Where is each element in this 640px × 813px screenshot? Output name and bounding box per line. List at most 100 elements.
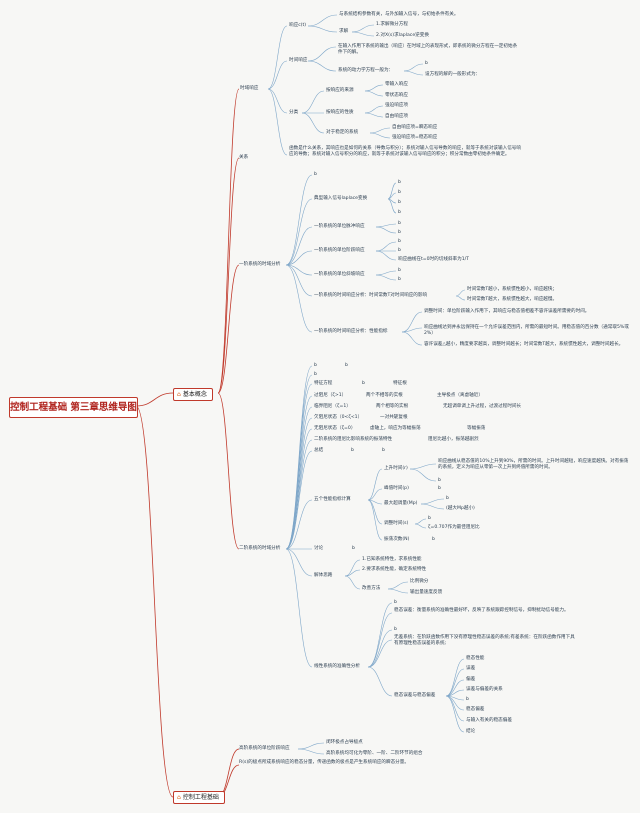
node-rise-time[interactable]: 上升时间(r) [384,466,408,471]
node-b[interactable]: b [394,627,397,632]
node-by-source[interactable]: 按响应的来源 [326,88,354,93]
node-ss-item[interactable]: 偏差 [466,677,476,682]
node-classification[interactable]: 分类 [289,110,299,115]
node-solve[interactable]: 求解 [339,29,349,34]
node-response-ct[interactable]: 响应c(t) [289,23,307,28]
node-ss-item[interactable]: 稳态偏差 [466,707,485,712]
node-b[interactable]: b [428,516,431,521]
node-steady[interactable]: 强迫响应项=稳态响应 [392,135,438,140]
node-ss-item[interactable]: 误差 [466,666,476,671]
node-discussion[interactable]: 讨论 [314,546,324,551]
node-peak-time[interactable]: 峰值时间(p) [384,486,409,491]
node-high-order[interactable]: 高阶系统的单位阶跃响应 [239,746,290,751]
node-b[interactable]: b [438,478,441,483]
node-time-constant-small[interactable]: 时间常数T越小，系统惯性越小，响应越快； [467,287,558,292]
node-approach[interactable]: 解体思路 [314,573,333,578]
node-b[interactable]: b [314,172,317,177]
node-type-systems[interactable]: 无差系统：在阶跃函数作用下没有原理性稳态误差的系统;有差系统：在阶跃函数作用下具… [394,635,575,646]
node-ss-error[interactable]: 稳态误差：衡量系统的准确性最好坏，反映了系统跟踪控制信号，抑制扰动信号能力。 [394,608,569,613]
node-settling-def[interactable]: 响应曲线达到并永远保持在一个允许误差范围内，所需的最短时间。用稳态值的百分数（通… [424,325,629,336]
node-ss-item[interactable]: 误差与偏差的关系 [466,687,503,692]
branch-basic-concepts[interactable]: ⌂基本概念 [173,388,213,401]
node-b[interactable]: b [398,190,401,195]
node-ss-item[interactable]: 结论 [466,729,476,734]
node-performance[interactable]: 一阶系统的时间响应分析：性能指标 [314,329,388,334]
node-solve-2[interactable]: 2.对X(s)求laplace逆变换 [376,33,429,38]
node-b[interactable]: b [362,381,365,386]
node-dynamic-eq-b[interactable]: b [425,61,428,66]
root-node[interactable]: 控制工程基础 第三章思维导图 [9,397,138,418]
node-b[interactable]: b [398,200,401,205]
node-b[interactable]: b [351,448,354,453]
node-time-domain-response[interactable]: 时域响应 [240,86,259,91]
node-complex-roots[interactable]: 一对共轭复根 [380,415,408,420]
node-summary[interactable]: 总结 [314,448,324,453]
node-time-response[interactable]: 时间响应 [289,58,308,63]
node-overdamped[interactable]: 过阻尼（ζ>1） [314,393,347,398]
node-step[interactable]: 一阶系统的单位阶跃响应 [314,248,365,253]
node-critical[interactable]: 临界阻尼（ζ=1） [314,404,351,409]
node-underdamped[interactable]: 欠阻尼状态（0<ζ<1） [314,415,363,420]
node-approach-2[interactable]: 2.要求系统性能，确定系统特性 [362,567,427,572]
node-time-response-desc[interactable]: 在输入作用下系统的输出（响应）在时域上的表现形式，即系统的微分方程在一定初始条件… [338,44,518,55]
node-char-eq[interactable]: 特征方程 [314,381,333,386]
node-b[interactable]: b [314,372,317,377]
node-b[interactable]: b [398,239,401,244]
node-stable-system[interactable]: 对于稳定的系统 [326,130,359,135]
node-damping-effect[interactable]: 二阶系统的阻尼比影响系统的振荡特性 [314,437,393,442]
node-solve-1[interactable]: 1.求解微分方程 [376,22,408,27]
node-five-indices[interactable]: 五个性能指标计算 [314,497,351,502]
node-b[interactable]: b [432,537,435,542]
node-b[interactable]: b [398,248,401,253]
node-solution-form[interactable]: 设方程的解的一般形式为： [425,72,481,77]
node-dynamic-eq[interactable]: 系统的动力学方程一般为： [338,68,394,73]
node-overshoot[interactable]: 最大超调量(Mp) [384,501,418,506]
node-dominant-pole[interactable]: 主导极点（离虚轴近） [437,393,483,398]
node-poles-note[interactable]: R(s)的极点所成系统响应的稳态分量，传递函数的极点是产生系统响应的瞬态分量。 [239,760,409,765]
node-settling[interactable]: 调整时间(s) [384,521,409,526]
node-impulse[interactable]: 一阶系统的单位脉冲响应 [314,224,365,229]
node-time-constant-large[interactable]: 时间常数T越大，系统惯性越大，响应越慢。 [467,297,558,302]
node-undamped[interactable]: 无阻尼状态（ζ=0） [314,426,356,431]
node-forced[interactable]: 强迫响应项 [385,103,408,108]
node-undamped-axis[interactable]: 虚轴上，响应为等幅振荡 [370,426,421,431]
node-critical-roots[interactable]: 两个相等的实根 [376,404,409,409]
node-ramp[interactable]: 一阶系统的单位斜坡响应 [314,272,365,277]
node-b[interactable]: b [446,496,449,501]
node-b[interactable]: b [398,277,401,282]
node-rise-time-desc[interactable]: 响应曲线从稳态值的10%上升到90%，所需的时间。上升时间越短，响应速度越快。对… [438,459,629,470]
node-first-order[interactable]: 一阶系统的时域分析 [239,262,281,267]
node-b[interactable]: b [438,486,441,491]
node-b[interactable]: b [398,180,401,185]
node-b[interactable]: b [398,230,401,235]
node-overdamped-roots[interactable]: 两个不相等的实根 [366,393,403,398]
node-optimal-damping[interactable]: ζ=0.707作为最佳阻尼比 [428,525,480,530]
node-time-constant[interactable]: 一阶系统的时间响应分析：时间常数T对时间响应的影响 [314,293,428,298]
node-b[interactable]: b [394,600,397,605]
node-b[interactable]: b [382,448,385,453]
node-second-order[interactable]: 二阶系统的时域分析 [239,546,281,551]
node-decomposition[interactable]: 高阶系统均可化为零阶、一阶、二阶环节的组合 [326,751,423,756]
node-relation[interactable]: 关系 [239,155,249,160]
node-settling-time[interactable]: 调整时间：单位阶跃输入作用下，其响应与稳态值相差不容许误差所需要的时间。 [424,309,590,314]
node-approach-1[interactable]: 1.已知系统特性，求系统性能 [362,557,422,562]
node-response-desc[interactable]: 与系统结构参数有关，与外加输入信号，与初始条件有关。 [339,12,459,17]
node-accuracy[interactable]: 线性系统的准确性分析 [314,664,360,669]
node-overshoot-note[interactable]: (越大Mp越小) [446,506,475,511]
node-equal-osc[interactable]: 等幅振荡 [467,426,486,431]
node-b[interactable]: b [314,363,317,368]
node-by-nature[interactable]: 按响应的性质 [326,110,354,115]
node-char-roots[interactable]: 特征根 [393,381,407,386]
node-relation-desc[interactable]: 函数是什么关系，其响应也是如何的关系（导数与积分）；系统对输入信号导数的响应，就… [289,146,521,157]
node-velocity-fb[interactable]: 输出量速度反馈 [410,590,443,595]
node-settling-effect[interactable]: 容许误差△越小，精度要求越高，调整时间越长；时间常数T越大，系统惯性越大，调整时… [424,342,624,347]
branch-control-basics[interactable]: ⌂控制工程基础 [173,791,225,804]
node-improve[interactable]: 改善方法 [362,586,381,591]
node-critical-desc[interactable]: 无超调单调上升过程，过渡过程时间长 [443,404,522,409]
node-b[interactable]: b [352,546,355,551]
node-osc-count[interactable]: 振荡次数(N) [384,537,410,542]
node-step-slope[interactable]: 响应曲线在t=0时的切线斜率为1/T [398,257,469,262]
node-laplace[interactable]: 典型输入信号laplace变换 [314,196,368,201]
node-ss-item[interactable]: 稳态性能 [466,656,485,661]
node-damping-smaller[interactable]: 阻尼比越小，振荡越剧烈 [428,437,479,442]
